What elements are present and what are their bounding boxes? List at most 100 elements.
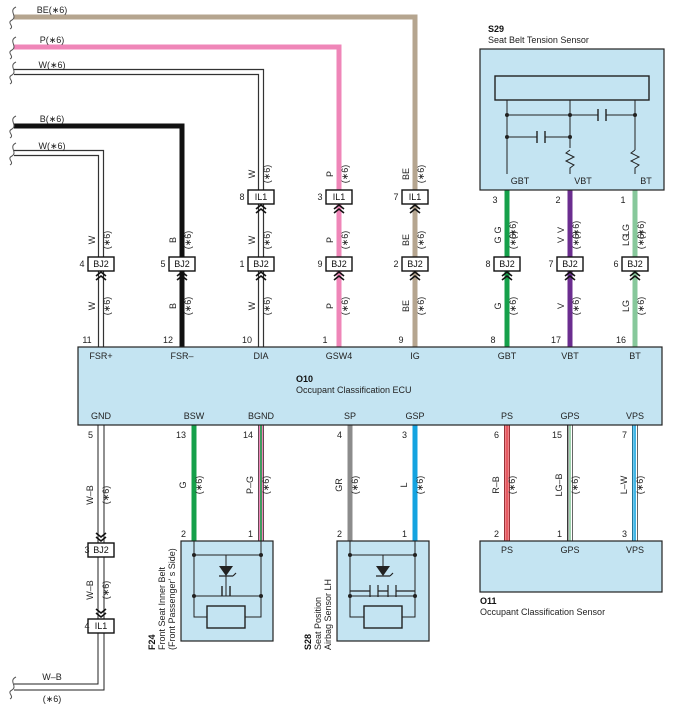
f24-name-line2: (Front Passenger' s Side) [167, 548, 177, 650]
s29-color-7: LG [621, 224, 631, 236]
bj2-color-1: B [168, 237, 178, 243]
bj2-color-2: W [247, 235, 257, 244]
s29-pinno-6: 2 [555, 195, 560, 205]
f24-sensor-box [180, 540, 274, 642]
s29-junction-dot [505, 135, 509, 139]
s28-element-leads [349, 596, 416, 618]
s28-name-line1: Seat Position [313, 597, 323, 650]
il1-color-3: P [325, 171, 335, 177]
bottom-color-5: R–B [491, 476, 501, 494]
top-wire-label: W(∗6) [38, 141, 65, 151]
bj2-pin-7: 6 [613, 259, 618, 269]
top-wire-label: P(∗6) [40, 35, 65, 45]
gnd-bj2-mate-chevron [95, 536, 107, 543]
bj2-mate-1-chevron [176, 270, 188, 277]
bottom-color-4: L [399, 482, 409, 487]
s29-pin-bt: BT [640, 176, 652, 186]
bj2-mate-4-chevron [409, 270, 421, 277]
gnd-exit-mark: (∗6) [43, 694, 62, 704]
s29-junction-dot [568, 135, 572, 139]
ecu-top-mark-3: (∗6) [340, 297, 350, 316]
ecu-bottom-pin-4: GSP [405, 411, 424, 421]
device-pinno-4: 1 [402, 529, 407, 539]
device-pinno-2: 1 [248, 529, 253, 539]
s28-junction-dot [348, 594, 352, 598]
bj2-mark-2: (∗6) [262, 231, 272, 250]
bj2-mark-3: (∗6) [340, 231, 350, 250]
bj2-mate-0-chevron [95, 274, 107, 281]
o11-code: O11 [480, 596, 497, 606]
ecu-top-color-3: P [325, 303, 335, 309]
s29-junction-dot [633, 113, 637, 117]
wire-break-mark [9, 676, 17, 700]
ecu-top-color-1: B [168, 303, 178, 309]
ecu-top-pinno-2: 10 [242, 335, 252, 345]
o11-name: Occupant Classification Sensor [480, 607, 605, 617]
ecu-top-pin-4: IG [410, 351, 420, 361]
bj2-mate-3-chevron [333, 270, 345, 277]
bottom-color-1: G [178, 481, 188, 488]
wire-w-top-2 [14, 151, 103, 257]
ecu-top-mark-4: (∗6) [416, 297, 426, 316]
bottom-mark-1: (∗6) [194, 476, 204, 495]
f24-junction-dot [192, 553, 196, 557]
bj2-mark-4: (∗6) [416, 231, 426, 250]
device-pinno-3: 2 [337, 529, 342, 539]
f24-diode [219, 566, 233, 576]
s28-name-line2: Airbag Sensor LH [323, 579, 333, 650]
il1-pin-3: 3 [317, 192, 322, 202]
gnd-bj2-mate-chevron [95, 532, 107, 539]
il1-mark-4: (∗6) [416, 165, 426, 184]
ecu-top-pin-0: FSR+ [89, 351, 112, 361]
bj2-connector-3-label: BJ2 [331, 259, 347, 269]
ecu-top-pin-3: GSW4 [326, 351, 353, 361]
il1-mark-2: (∗6) [262, 165, 272, 184]
s29-mark-6: (∗6) [571, 221, 581, 240]
bj2-pin-6: 7 [548, 259, 553, 269]
ecu-bottom-pin-1: BSW [184, 411, 205, 421]
wire-w-top-1 [14, 70, 263, 190]
ecu-top-color-4: BE [401, 300, 411, 312]
wire-w-top-1-outline [14, 68, 265, 190]
wire-gnd-lower [14, 633, 105, 691]
bottom-color-7: L–W [619, 475, 629, 494]
ecu-top-mark-7: (∗6) [636, 297, 646, 316]
il1-mark-3: (∗6) [340, 165, 350, 184]
bj2-pin-2: 1 [239, 259, 244, 269]
gnd-il1-mate-chevron [95, 612, 107, 619]
bj2-mark-0: (∗6) [102, 231, 112, 250]
gnd-bj2-connector-box [87, 542, 115, 558]
bj2-mark-5: (∗6) [508, 231, 518, 250]
il1-connector-2-label: IL1 [255, 192, 268, 202]
ecu-top-color-5: G [493, 302, 503, 309]
gnd-bj2-pin: 3 [84, 545, 89, 555]
ecu-top-color-7: LG [621, 300, 631, 312]
s29-resistor-bt [629, 149, 641, 174]
s29-capacitor-top [597, 109, 607, 121]
s29-pinno-5: 3 [492, 195, 497, 205]
il1-pin-2: 8 [239, 192, 244, 202]
s28-capacitors [350, 585, 415, 597]
component-layer [77, 48, 665, 642]
o11-pin-ps: PS [501, 545, 513, 555]
bj2-mate-3-chevron [333, 274, 345, 281]
device-pinno-1: 2 [181, 529, 186, 539]
s28-code: S28 [303, 634, 313, 650]
bj2-pin-0: 4 [79, 259, 84, 269]
device-pinno-5: 2 [494, 529, 499, 539]
bottom-mark-5: (∗6) [507, 476, 517, 495]
f24-code: F24 [147, 634, 157, 650]
bj2-mate-2-chevron [255, 274, 267, 281]
ecu-bottom-pinno-3: 4 [337, 430, 342, 440]
device-pinno-7: 3 [622, 529, 627, 539]
gnd-il1-pin: 4 [84, 621, 89, 631]
bj2-mate-7-chevron [629, 270, 641, 277]
ecu-top-color-2: W [247, 301, 257, 310]
bottom-color-2: P–G [245, 476, 255, 494]
bj2-mate-4-chevron [409, 274, 421, 281]
ecu-bottom-pinno-6: 15 [552, 430, 562, 440]
s29-mark-5: (∗6) [508, 221, 518, 240]
